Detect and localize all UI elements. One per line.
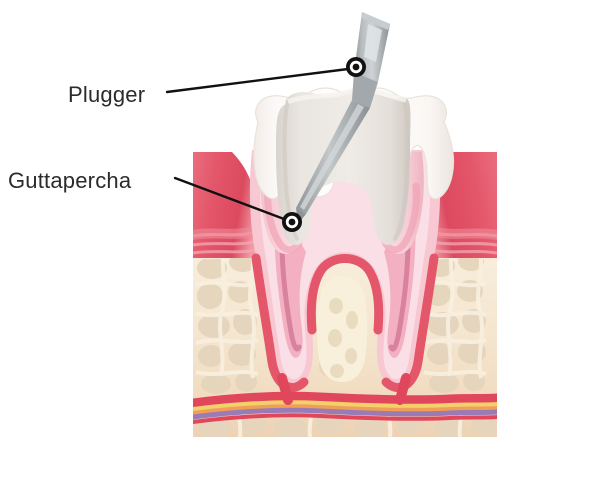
marker-guttapercha[interactable] [282,212,302,232]
label-guttapercha[interactable]: Guttapercha [8,168,302,232]
leader-line-plugger [165,67,350,94]
label-text-plugger: Plugger [68,82,145,107]
leader-line-guttapercha [173,176,286,221]
tooth-cross-section [193,12,497,437]
neurovascular-bundle [193,373,497,424]
furcation-septum [316,276,368,382]
marker-plugger[interactable] [346,57,366,77]
plugger-instrument [296,12,390,224]
label-text-guttapercha: Guttapercha [8,168,132,193]
label-plugger[interactable]: Plugger [68,57,366,107]
